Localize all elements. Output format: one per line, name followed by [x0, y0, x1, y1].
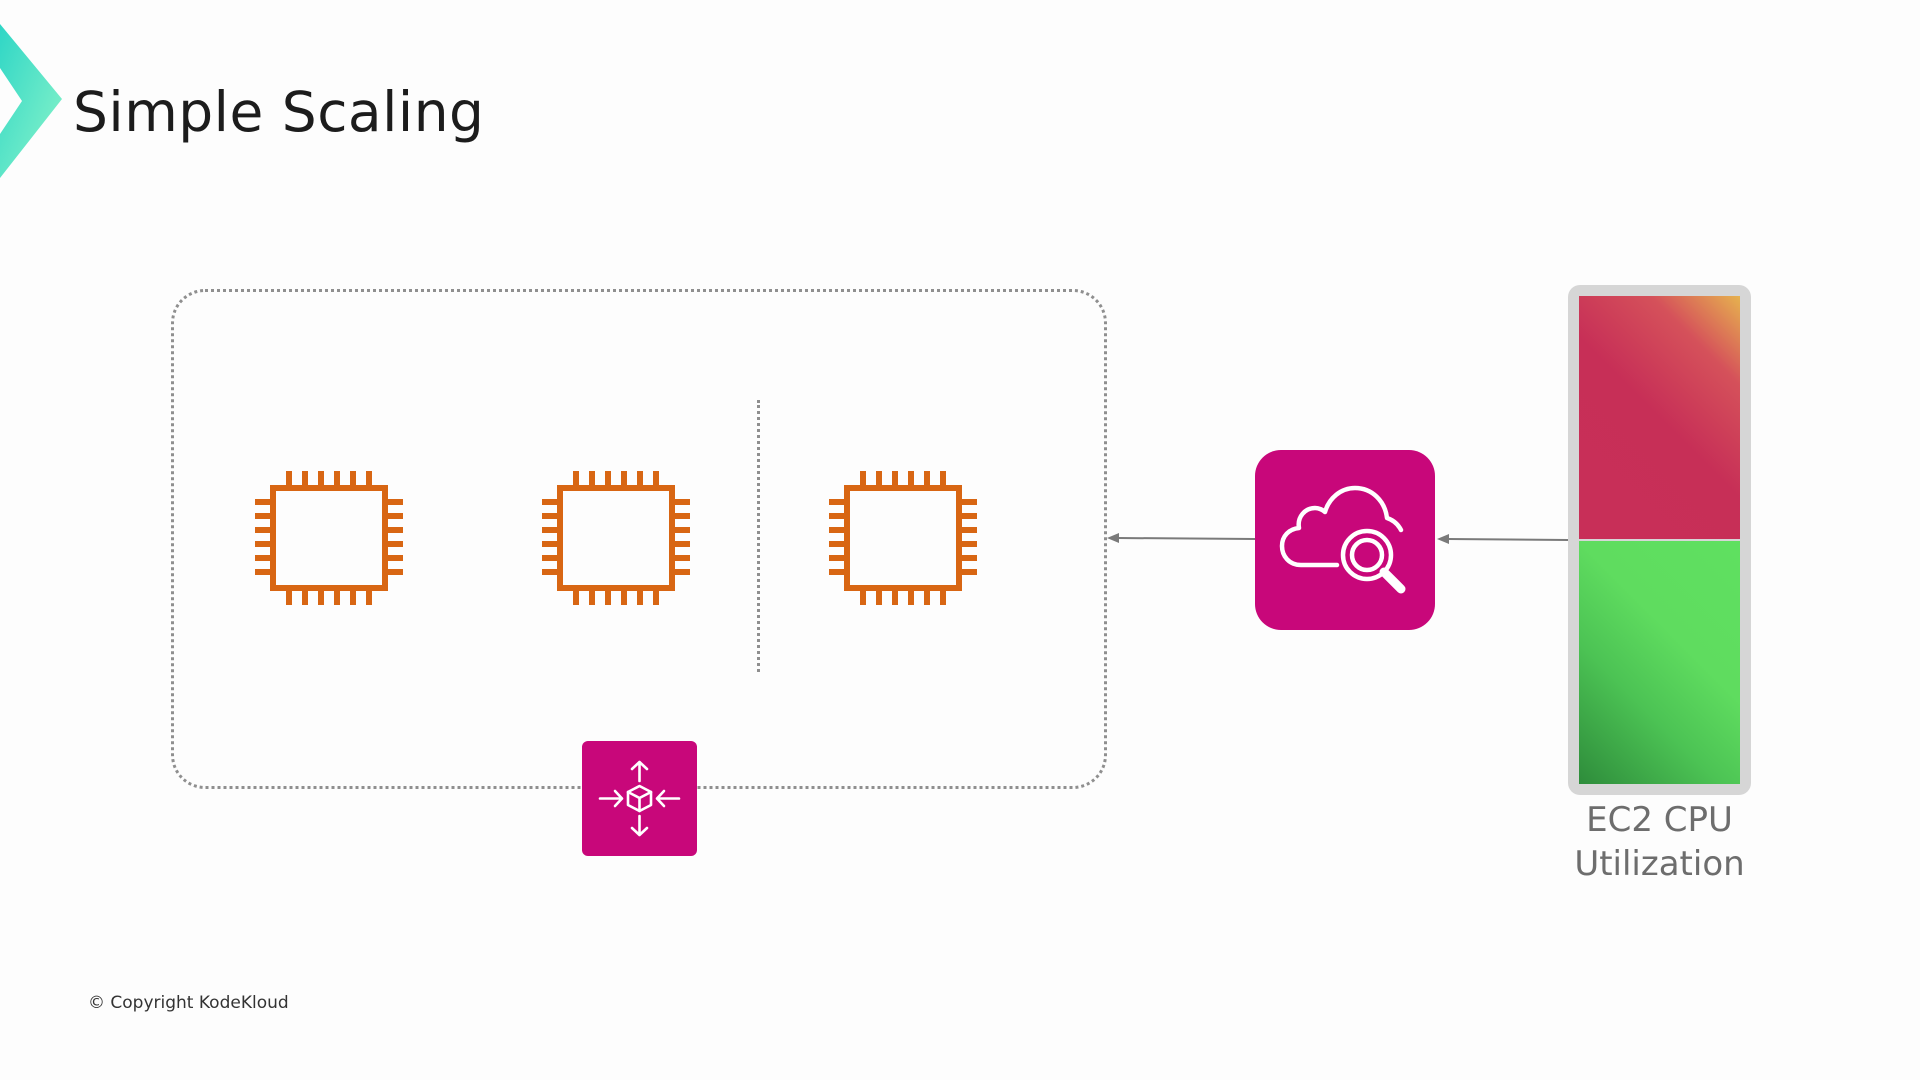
slide-title: Simple Scaling: [73, 80, 485, 144]
ec2-instance-icon: [542, 471, 690, 605]
cpu-utilization-gauge: [1568, 285, 1751, 795]
gauge-label-line1: EC2 CPU: [1586, 800, 1733, 840]
copyright-notice: © Copyright KodeKloud: [88, 993, 289, 1013]
gauge-low-segment: [1579, 541, 1740, 784]
gauge-high-segment: [1579, 296, 1740, 539]
kodekloud-logo-icon: [0, 24, 62, 178]
arrow-metric-to-cloudwatch: [1437, 534, 1569, 544]
ec2-instance-icon: [255, 471, 403, 605]
cloudwatch-icon: [1255, 450, 1435, 630]
gauge-label-line2: Utilization: [1574, 844, 1745, 884]
auto-scaling-icon: [582, 741, 697, 856]
gauge-label: EC2 CPU Utilization: [1540, 798, 1779, 886]
scaling-divider-line: [757, 400, 760, 672]
arrow-cloudwatch-to-group: [1107, 533, 1256, 543]
ec2-instance-icon: [829, 471, 977, 605]
